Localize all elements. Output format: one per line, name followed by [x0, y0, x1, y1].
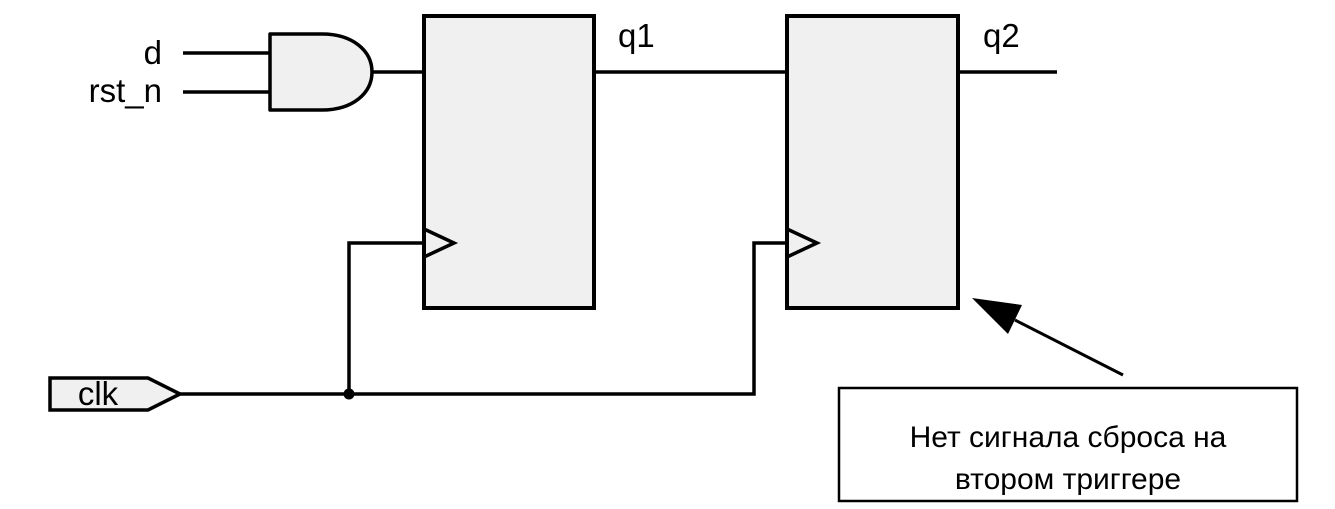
annotation-arrowhead-icon: [972, 298, 1022, 334]
clk-junction-dot: [343, 388, 355, 400]
wire-clk-to-ff1: [347, 241, 424, 394]
label-rst-n: rst_n: [89, 72, 162, 109]
wire-clk-to-ff2: [180, 241, 787, 396]
ff1-clock-triangle-icon: [423, 227, 459, 259]
clk-port-icon: [48, 376, 184, 412]
annotation-arrow-line: [1014, 318, 1124, 377]
annotation-box: [837, 386, 1299, 503]
flipflop-1: [422, 14, 596, 310]
annotation-text-line2: втором триггере: [955, 463, 1181, 496]
label-clk: clk: [78, 375, 119, 412]
label-q1: q1: [618, 17, 655, 54]
and-gate-icon: [268, 32, 374, 112]
annotation-text-line1: Нет сигнала сброса на: [910, 421, 1227, 454]
label-d: d: [144, 34, 162, 71]
ff2-clock-triangle-icon: [786, 227, 822, 259]
label-q2: q2: [983, 17, 1020, 54]
flipflop-2: [785, 14, 960, 310]
